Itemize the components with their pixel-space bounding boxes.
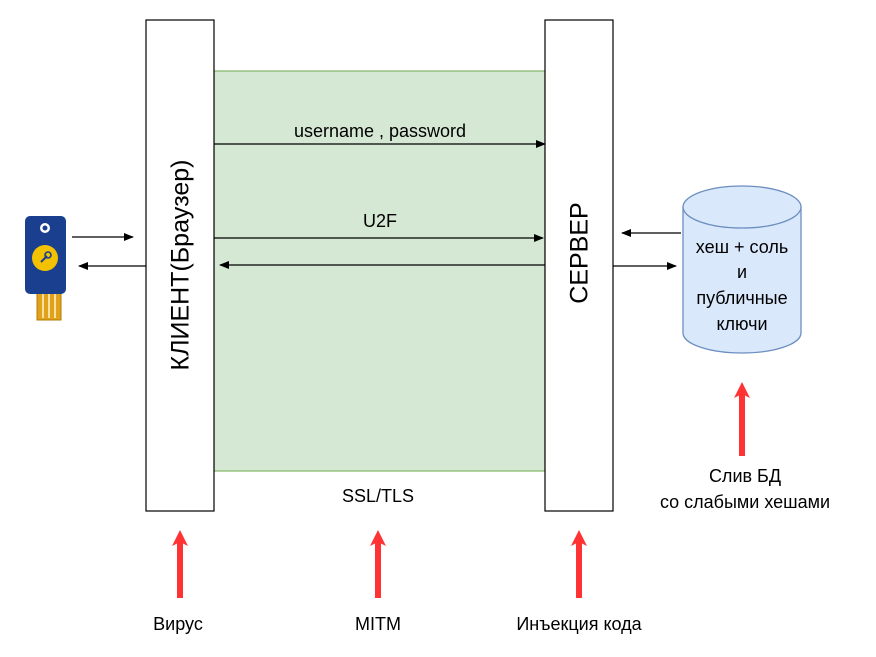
virus-label: Вирус: [153, 614, 203, 634]
ssl-tls-label: SSL/TLS: [342, 486, 414, 506]
security-key-icon: [25, 216, 66, 321]
client-box: [145, 19, 215, 512]
u2f-message-label: U2F: [363, 211, 397, 231]
mitm-label: MITM: [355, 614, 401, 634]
db-label-line-4: ключи: [716, 314, 767, 334]
injection-label: Инъекция кода: [516, 614, 642, 634]
server-label: СЕРВЕР: [566, 202, 594, 303]
client-label: КЛИЕНТ(Браузер): [167, 159, 195, 370]
server-box: [544, 19, 614, 512]
credentials-message-label: username , password: [294, 121, 466, 141]
db-label-line-3: публичные: [696, 288, 787, 308]
db-label-line-2: и: [737, 262, 747, 282]
database-cylinder: [682, 185, 802, 354]
db-leak-label-line-1: Слив БД: [709, 466, 781, 486]
db-leak-label-line-2: со слабыми хешами: [660, 492, 830, 512]
db-label-line-1: хеш + соль: [696, 237, 788, 257]
ssl-channel: [213, 70, 546, 472]
